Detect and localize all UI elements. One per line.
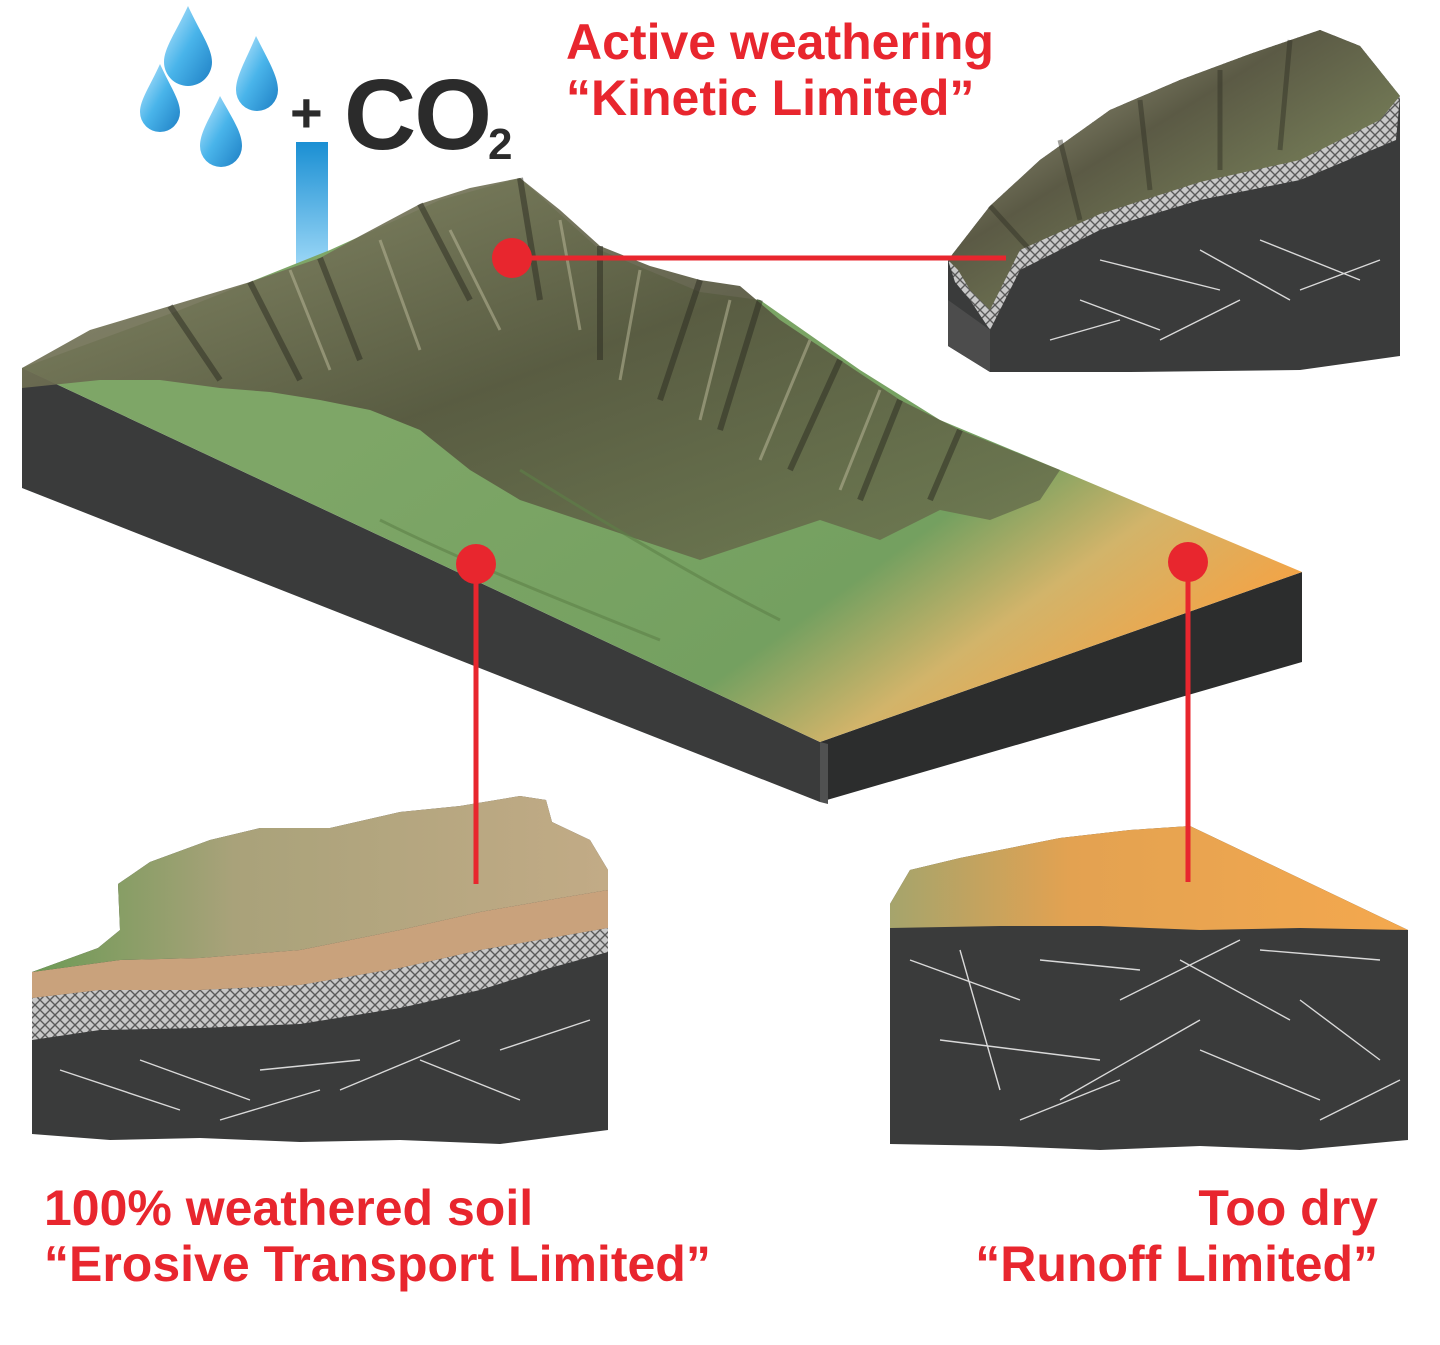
- kinetic-line2: “Kinetic Limited”: [566, 70, 975, 126]
- erosive-transport-label: 100% weathered soil “Erosive Transport L…: [44, 1180, 711, 1292]
- runoff-line2: “Runoff Limited”: [975, 1236, 1378, 1292]
- plus-sign: +: [290, 81, 323, 144]
- runoff-limited-block: [890, 826, 1408, 1150]
- erosive-line1: 100% weathered soil: [44, 1180, 534, 1236]
- erosive-line2: “Erosive Transport Limited”: [44, 1236, 711, 1292]
- kinetic-limited-block: [948, 30, 1400, 372]
- kinetic-limited-label: Active weathering “Kinetic Limited”: [566, 14, 994, 126]
- terrain-block: [22, 177, 1302, 804]
- connector-lines: [473, 255, 1191, 884]
- co2-formula: CO: [344, 59, 492, 171]
- marker-erosive: [456, 544, 496, 584]
- kinetic-line1: Active weathering: [566, 14, 994, 70]
- erosive-transport-block: [32, 796, 608, 1144]
- co2-subscript: 2: [488, 120, 513, 169]
- marker-runoff: [1168, 542, 1208, 582]
- rain-drops-icon: [140, 6, 278, 167]
- runoff-line1: Too dry: [1198, 1180, 1378, 1236]
- marker-kinetic: [492, 238, 532, 278]
- runoff-limited-label: Too dry “Runoff Limited”: [975, 1180, 1378, 1292]
